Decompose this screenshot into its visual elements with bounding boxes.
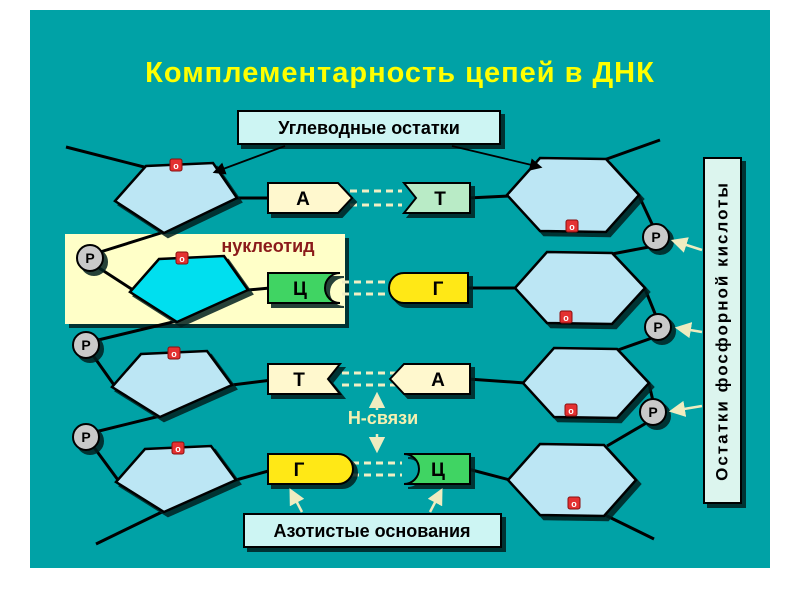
base-letters: А Т Ц Г Т А Г Ц [293, 189, 446, 481]
oxygen-label: o [571, 499, 577, 509]
oxygen-label: o [563, 313, 569, 323]
base-letter: Т [293, 370, 305, 391]
sugar-hexagons [505, 156, 651, 518]
phosphate-arrows [668, 237, 703, 417]
base-letter: Г [294, 460, 305, 481]
phosphate-label: Р [653, 319, 662, 335]
oxygen-label: o [175, 444, 181, 454]
oxygen-label: o [171, 349, 177, 359]
oxygen-markers: o o o o o o o o [167, 158, 581, 510]
sugar-hexagon-1 [505, 156, 641, 234]
arrow-to-base-right [427, 488, 443, 513]
arrow-to-base-left [289, 488, 305, 513]
oxygen-marker [175, 251, 189, 265]
phosphate-circle-left-2 [72, 331, 100, 359]
base-box-row4-left-G [267, 453, 354, 485]
base-box-row2-left-C [267, 272, 341, 304]
arrow-to-pentagon [212, 145, 286, 175]
phosphate-circle-right-1 [642, 223, 670, 251]
phosphate-circle-right-3 [639, 398, 667, 426]
base-box-row3-left-T [267, 363, 343, 395]
oxygen-marker [565, 219, 579, 233]
sugar-pentagon-2-highlighted [128, 254, 250, 324]
arrow-to-phosphate-1 [670, 237, 703, 253]
phosphate-label: Р [648, 404, 657, 420]
arrow-to-phosphate-3 [668, 400, 703, 417]
base-box-row4-right-C [403, 453, 471, 485]
sugar-pentagon-1 [113, 161, 239, 235]
base-boxes [267, 182, 471, 485]
bases-label-box [243, 513, 502, 548]
carbohydrate-label: Углеводные остатки [278, 118, 460, 138]
base-letter: А [431, 370, 445, 391]
phosphate-label: Р [651, 229, 660, 245]
h-bonds-label: Н-связи [348, 408, 418, 428]
sugar-pentagon-4 [114, 444, 238, 514]
phosphate-circle-left-1 [76, 244, 104, 272]
left-strand-backbone [65, 145, 178, 546]
base-box-row3-right-A [388, 363, 471, 395]
bases-label: Азотистые основания [273, 521, 470, 541]
oxygen-marker [559, 310, 573, 324]
base-letter: Г [433, 279, 444, 300]
oxygen-marker [171, 441, 185, 455]
phosphate-circle-left-3 [72, 423, 100, 451]
base-letter: Ц [431, 460, 445, 481]
base-box-row1-right-T [401, 182, 471, 214]
phosphate-label: Р [81, 337, 90, 353]
phosphate-label-box [703, 157, 742, 504]
base-letter: А [296, 189, 310, 210]
oxygen-label: o [179, 254, 185, 264]
right-strand-backbone [603, 138, 661, 541]
oxygen-marker [567, 496, 581, 510]
nucleotide-label: нуклеотид [221, 236, 315, 256]
phosphate-circle-right-2 [644, 313, 672, 341]
arrow-to-phosphate-2 [674, 322, 703, 339]
oxygen-label: o [569, 222, 575, 232]
carbohydrate-label-box [237, 110, 501, 145]
oxygen-label: o [568, 406, 574, 416]
base-box-row2-right-G [388, 272, 469, 304]
page-title: Комплементарность цепей в ДНК [145, 57, 655, 89]
arrow-to-hexagon [451, 145, 543, 171]
oxygen-marker [169, 158, 183, 172]
sugar-pentagon-3 [110, 349, 234, 419]
oxygen-label: o [173, 161, 179, 171]
sugar-hexagon-4 [506, 442, 638, 518]
bases-arrows [289, 488, 443, 513]
sugar-pentagons [110, 161, 250, 514]
phosphate-residues-label: Остатки фосфорной кислоты [713, 181, 732, 481]
phosphate-label: Р [81, 429, 90, 445]
sugar-base-connectors [231, 194, 526, 482]
base-box-row1-left-A [267, 182, 354, 214]
oxygen-marker [564, 403, 578, 417]
carbohydrate-arrows [212, 145, 543, 175]
sugar-hexagon-3 [521, 346, 651, 420]
phosphate-label: Р [85, 250, 94, 266]
base-letter: Ц [293, 279, 307, 300]
oxygen-marker [167, 346, 181, 360]
phosphate-groups: Р Р Р Р Р Р [72, 223, 672, 451]
base-letter: Т [434, 189, 446, 210]
sugar-hexagon-2 [513, 250, 647, 326]
